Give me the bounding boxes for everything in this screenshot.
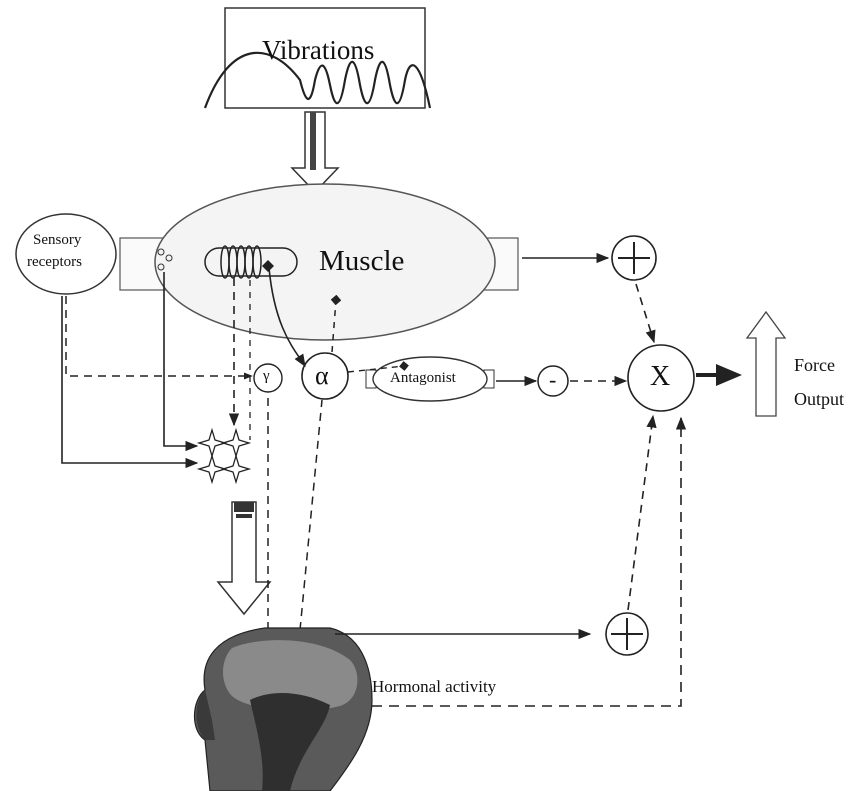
vibrations-label: Vibrations — [262, 35, 375, 65]
multiply-label: X — [650, 361, 671, 392]
gamma-motor-node — [253, 363, 283, 393]
alpha-label: α — [315, 361, 329, 390]
antagonist-label: Antagonist — [390, 370, 456, 386]
minus-label: - — [549, 367, 557, 392]
force-up-arrow — [745, 310, 787, 417]
spinal-interneuron-star-icon — [196, 427, 252, 485]
ascending-signal-arrow — [216, 501, 272, 616]
vibrations-box — [224, 7, 426, 109]
alpha-motor-node — [301, 352, 349, 400]
gamma-label: γ — [263, 368, 270, 384]
muscle-label: Muscle — [319, 245, 405, 277]
force-label-line1: Force — [794, 355, 835, 375]
hormonal-activity-label: Hormonal activity — [372, 677, 497, 696]
minus-node — [537, 365, 569, 397]
muscle-spindle-coil-icon — [204, 245, 298, 279]
sensory-label-line1: Sensory — [33, 232, 82, 248]
vibration-waveform — [203, 51, 432, 109]
sensory-label-line2: receptors — [27, 254, 82, 270]
multiply-node — [627, 344, 695, 412]
muscle-belly — [154, 183, 496, 341]
head-brain-mri-icon — [193, 627, 373, 791]
force-label-line2: Output — [794, 389, 845, 409]
sensory-receptors-node — [15, 213, 117, 295]
